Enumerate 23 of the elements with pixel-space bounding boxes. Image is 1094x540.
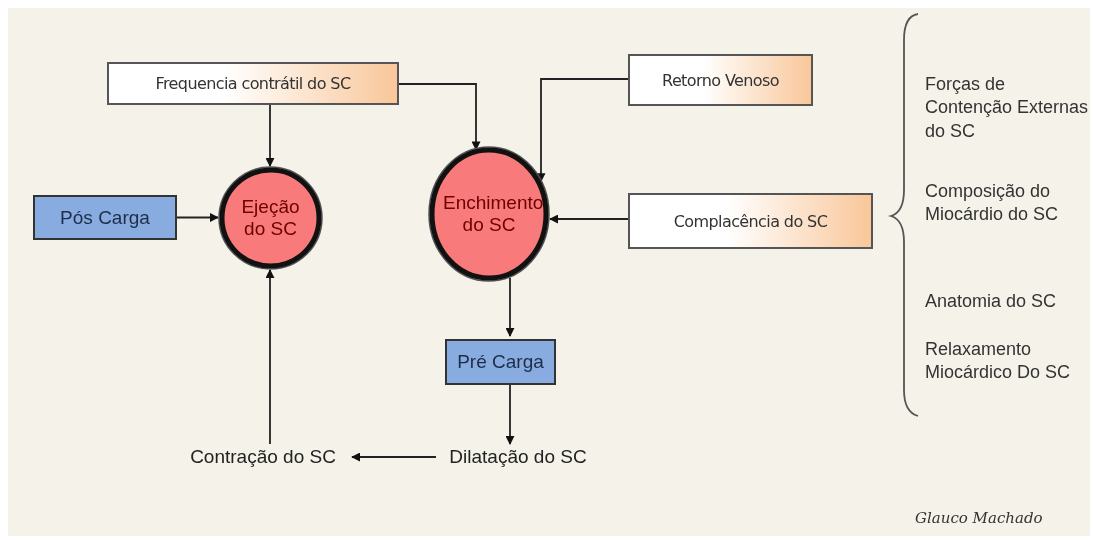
load-box: Pré Carga xyxy=(445,339,556,385)
signature: Glauco Machado xyxy=(915,509,1043,529)
factor-box: Retorno Venoso xyxy=(628,54,813,106)
arrow xyxy=(549,214,629,224)
arrow xyxy=(265,269,275,445)
factor-box: Frequencia contrátil do SC xyxy=(107,62,399,105)
brace-item-text: Relaxamento Miocárdico Do SC xyxy=(925,338,1072,385)
brace-item-text: Forças de Contenção Externas do SC xyxy=(925,73,1090,143)
arrow xyxy=(265,104,275,167)
arrow xyxy=(351,452,437,462)
arrow xyxy=(176,213,219,222)
brace-item-text: Anatomia do SC xyxy=(925,290,1058,313)
arrow xyxy=(505,276,515,337)
load-box: Pós Carga xyxy=(33,195,177,240)
brace-item-text: Composição do Miocárdio do SC xyxy=(925,180,1060,227)
arrow xyxy=(536,78,629,183)
process-text: Dilatação do SC xyxy=(433,440,603,474)
process-text: Contração do SC xyxy=(172,440,354,474)
arrow xyxy=(505,384,515,445)
phase-circle: Ejeção do SC xyxy=(218,166,323,270)
phase-circle: Enchimento do SC xyxy=(428,146,550,282)
arrow xyxy=(398,83,481,151)
factor-box: Complacência do SC xyxy=(628,193,873,249)
